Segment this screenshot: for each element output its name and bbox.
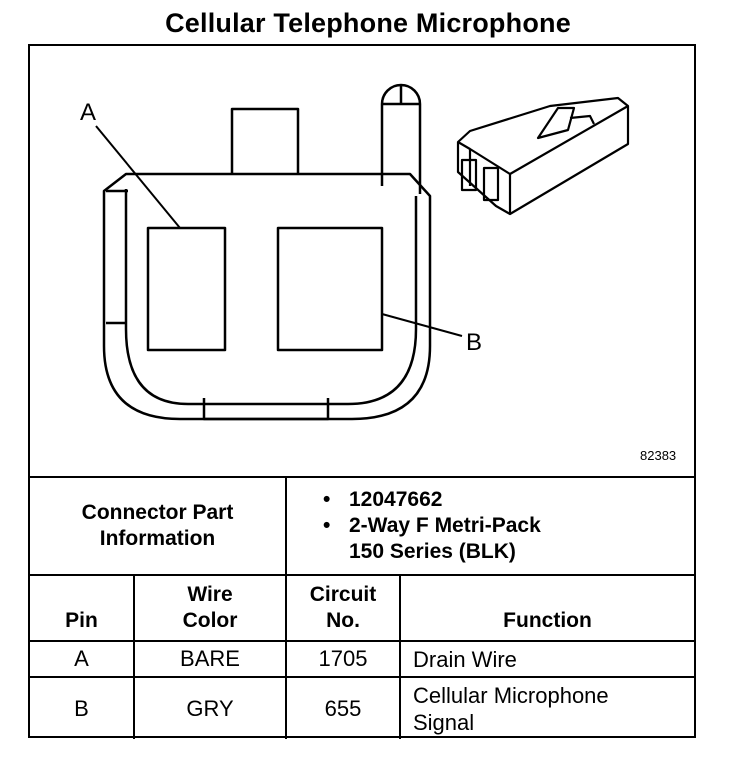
connector-frame: A B 82383 Connector Part Information 120… <box>28 44 696 739</box>
page-title: Cellular Telephone Microphone <box>165 8 571 38</box>
header-wire-color: Wire Color <box>133 574 287 642</box>
row-b-function: Cellular Microphone Signal <box>399 676 694 739</box>
connector-body-outline <box>102 172 432 421</box>
leader-line-b <box>381 313 463 337</box>
row-b-wire-color: GRY <box>133 676 287 739</box>
row-b-circuit: 655 <box>285 676 401 739</box>
header-circuit: Circuit No. <box>285 574 401 642</box>
connector-part-row: Connector Part Information 12047662 2-Wa… <box>30 476 694 576</box>
pin-a-label: A <box>80 99 96 126</box>
table-row: A BARE 1705 Drain Wire <box>30 640 694 678</box>
part-number: 12047662 <box>323 487 694 513</box>
connector-diagram: A B <box>80 83 630 421</box>
cavity-b <box>276 226 384 352</box>
figure-number: 82383 <box>640 448 677 463</box>
header-pin: Pin <box>30 574 135 642</box>
connector-part-label: Connector Part Information <box>30 476 287 576</box>
connector-bottom-tab <box>202 398 330 421</box>
table-header-row: Pin Wire Color Circuit No. Function <box>30 574 694 642</box>
table-row: B GRY 655 Cellular Microphone Signal <box>30 676 694 739</box>
leader-line-a <box>95 125 181 229</box>
row-a-circuit: 1705 <box>285 640 401 678</box>
cavity-a <box>146 226 227 352</box>
pin-b-label: B <box>466 329 482 356</box>
row-b-pin: B <box>30 676 135 739</box>
connector-top-latch <box>230 107 300 174</box>
connector-info-table: Connector Part Information 12047662 2-Wa… <box>30 476 694 739</box>
connector-inner-rim <box>124 189 418 406</box>
row-a-wire-color: BARE <box>133 640 287 678</box>
header-function: Function <box>399 574 694 642</box>
connector-iso-view <box>456 96 630 216</box>
row-a-function: Drain Wire <box>399 640 694 678</box>
row-a-pin: A <box>30 640 135 678</box>
